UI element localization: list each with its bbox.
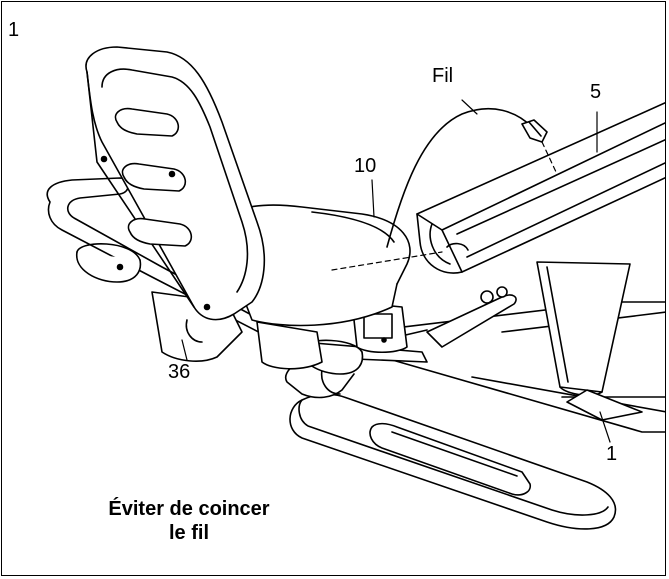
seat-frame-loop xyxy=(46,177,517,399)
caution-line-1: Éviter de coincer xyxy=(108,498,270,520)
seat-back xyxy=(85,46,266,321)
leader-lines xyxy=(181,99,611,443)
seat-cushion xyxy=(227,204,411,327)
wire xyxy=(386,107,548,248)
base-foot xyxy=(289,393,617,530)
upright-support xyxy=(536,261,643,421)
callout-part-10: 10 xyxy=(354,155,377,177)
caution-line-2: le fil xyxy=(168,522,209,544)
step-number: 1 xyxy=(8,19,20,41)
rail-part-5 xyxy=(416,102,665,274)
callout-part-5: 5 xyxy=(590,81,602,103)
caution-note: Éviter de coincer le fil xyxy=(64,497,314,545)
alignment-lines xyxy=(331,141,558,271)
callout-wire: Fil xyxy=(432,65,454,87)
callout-part-36: 36 xyxy=(168,361,191,383)
callout-part-1: 1 xyxy=(606,443,618,465)
